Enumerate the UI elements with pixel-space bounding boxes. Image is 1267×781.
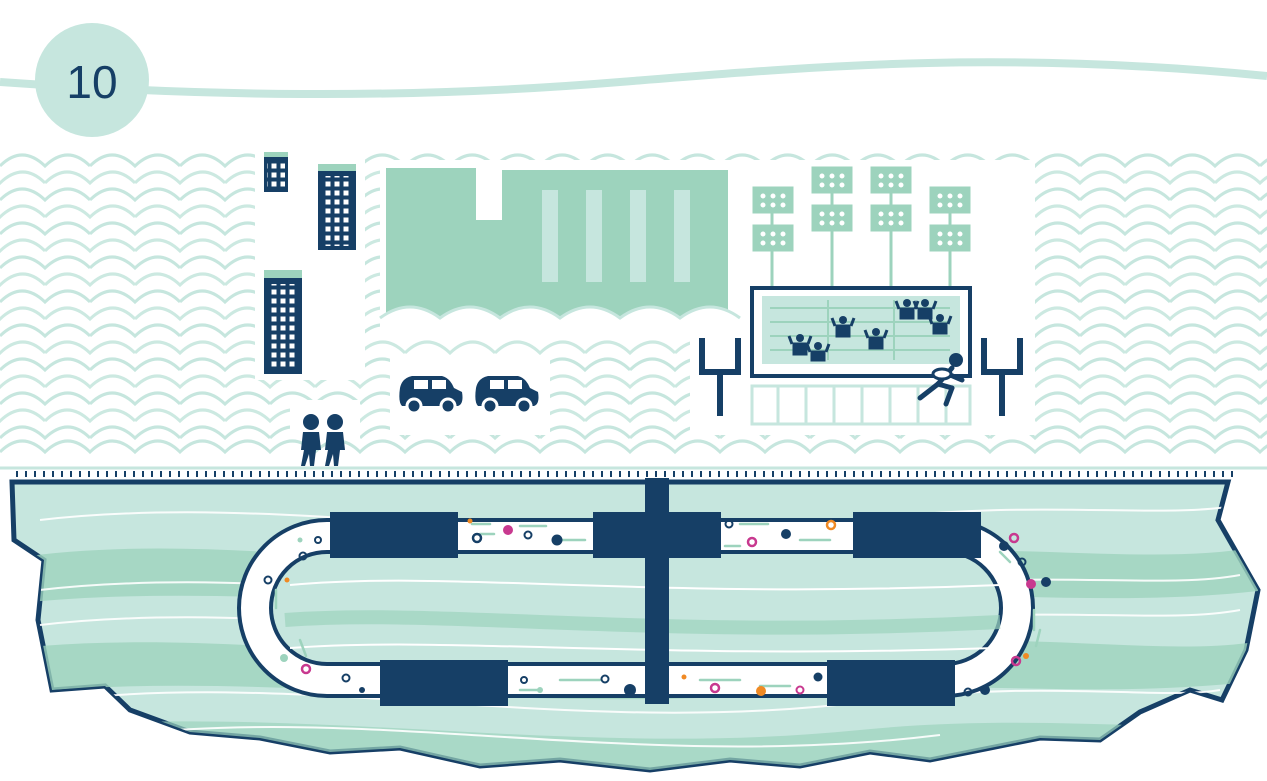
city-building-icon — [264, 270, 302, 374]
skyline-block — [379, 168, 741, 340]
fan-icon — [912, 299, 938, 320]
floodlight-icon — [929, 186, 971, 288]
particle-beam — [263, 518, 1051, 697]
badge-number: 10 — [66, 56, 117, 108]
fan-icon — [805, 342, 831, 362]
header-wave — [0, 58, 1267, 99]
floodlight-icon — [811, 166, 853, 288]
number-badge: 10 — [35, 23, 149, 137]
pedestrian-icon — [301, 414, 321, 466]
access-shaft — [645, 478, 669, 704]
pedestrian-icon — [325, 414, 345, 466]
car-icon — [399, 376, 463, 415]
football-player-icon — [917, 353, 965, 407]
stadium-icon — [750, 286, 972, 426]
fan-icon — [927, 314, 953, 335]
car-icon — [475, 376, 539, 415]
goalpost-icon — [699, 338, 741, 416]
city-building-icon — [264, 152, 288, 192]
fan-icon — [863, 328, 889, 350]
underground-tunnel-loop — [237, 518, 1035, 698]
floodlight-icon — [752, 186, 794, 288]
detector-block — [330, 512, 981, 706]
fan-icon — [830, 316, 856, 338]
city-building-icon — [318, 164, 356, 250]
fan-icon — [787, 334, 813, 356]
ground-surface — [0, 466, 1267, 477]
floodlight-icon — [870, 166, 912, 288]
goalpost-icon — [981, 338, 1023, 416]
